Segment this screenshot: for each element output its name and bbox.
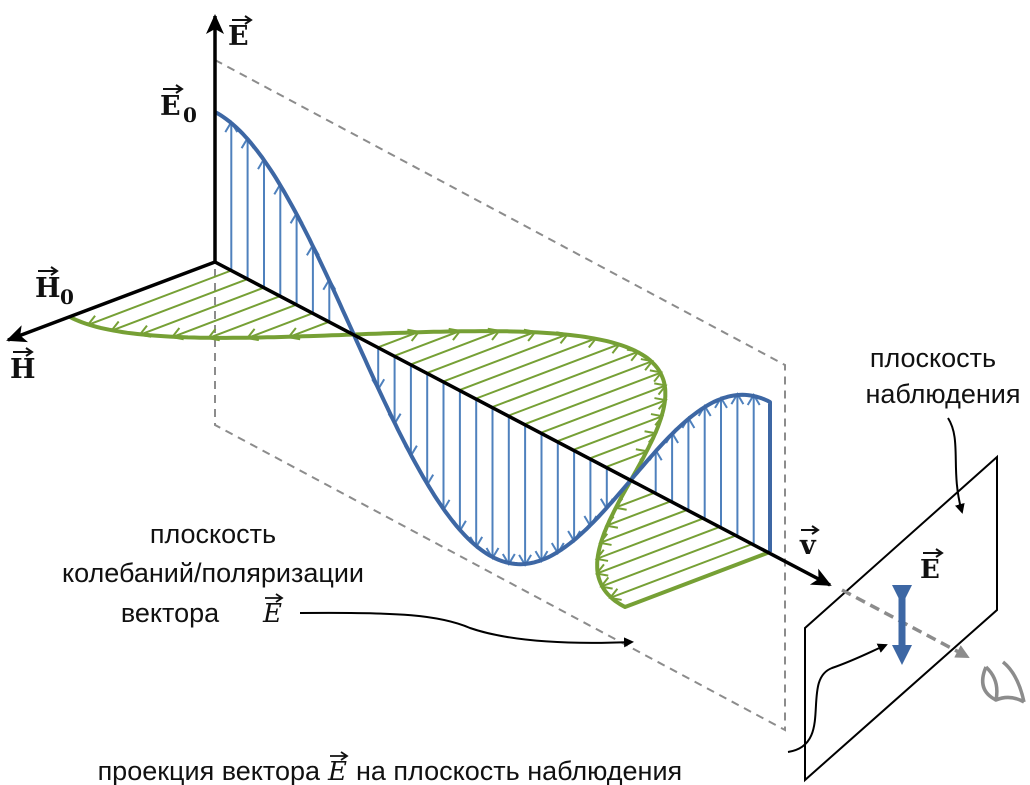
magnetic-field-arrow	[598, 508, 689, 546]
magnetic-field-arrow	[613, 491, 657, 511]
magnetic-wave-curve	[69, 315, 771, 609]
svg-text:E: E	[327, 757, 347, 785]
magnetic-field-arrow	[377, 328, 421, 349]
eye-icon	[980, 660, 1026, 704]
pointer-arrow-polarization	[299, 611, 634, 648]
polarization-plane-label-line2: колебаний/поляризации	[62, 558, 364, 588]
magnetic-field-arrow	[137, 286, 265, 338]
polarization-plane	[214, 58, 786, 732]
polarization-plane-label-line3: вектора	[121, 598, 220, 628]
electric-field-arrows	[224, 120, 761, 567]
magnetic-field-arrow	[594, 525, 722, 577]
svg-text:0: 0	[60, 285, 74, 309]
electric-wave-curve	[214, 110, 772, 567]
observation-plane-label-line2: наблюдения	[866, 379, 1021, 409]
observation-plane-label-line1: плоскость	[870, 343, 996, 373]
screen-e-label: E	[920, 548, 944, 585]
magnetic-field-arrows	[86, 269, 755, 601]
svg-text:v: v	[799, 530, 817, 561]
magnetic-field-arrow	[410, 327, 502, 366]
polarization-e-vector-label: E	[262, 593, 284, 629]
magnetic-field-arrow	[508, 358, 655, 417]
magnetic-field-arrow	[541, 382, 668, 434]
magnetic-field-arrow	[606, 448, 650, 468]
magnetic-field-arrow	[394, 327, 462, 357]
svg-text:E: E	[160, 91, 181, 122]
v-axis-label: v	[799, 525, 820, 561]
magnetic-field-arrow	[599, 533, 738, 590]
magnetic-field-arrow	[109, 278, 248, 334]
magnetic-field-arrow	[170, 295, 281, 341]
e-axis-label: E	[228, 15, 253, 52]
pointer-arrow-projection	[787, 643, 888, 753]
svg-text:0: 0	[183, 103, 197, 127]
svg-text:E: E	[920, 555, 940, 585]
magnetic-field-arrow	[608, 542, 755, 601]
projection-label-after: на плоскость наблюдения	[356, 756, 682, 785]
svg-text:H: H	[35, 273, 61, 304]
magnetic-field-arrow	[524, 369, 664, 426]
magnetic-field-arrow	[573, 413, 665, 451]
svg-text:E: E	[262, 599, 282, 629]
magnetic-field-arrow	[86, 269, 232, 328]
projection-label-before: проекция вектора	[98, 756, 321, 785]
svg-text:H: H	[10, 354, 36, 385]
magnetic-field-arrow	[604, 499, 673, 529]
magnetic-field-arrow	[557, 397, 668, 443]
magnetic-field-arrow	[286, 320, 330, 341]
magnetic-field-arrow	[590, 430, 658, 460]
magnetic-field-arrow	[426, 328, 538, 374]
h-axis-label: H	[10, 347, 36, 385]
v-axis	[214, 260, 832, 587]
polarization-plane-label-line1: плоскость	[150, 519, 276, 549]
magnetic-field-arrow	[459, 335, 598, 391]
magnetic-field-arrow	[245, 312, 314, 342]
magnetic-field-arrow	[594, 516, 706, 562]
magnetic-field-arrow	[206, 303, 297, 342]
svg-text:E: E	[228, 21, 249, 52]
h0-label: H 0	[35, 266, 74, 309]
magnetic-field-arrow	[492, 348, 641, 408]
projection-e-vector-label: E	[327, 751, 349, 785]
pointer-arrow-observation	[947, 417, 965, 514]
magnetic-field-arrow	[443, 331, 570, 383]
h-axis	[6, 260, 216, 343]
magnetic-field-arrow	[475, 341, 622, 400]
e0-label: E 0	[160, 84, 197, 127]
